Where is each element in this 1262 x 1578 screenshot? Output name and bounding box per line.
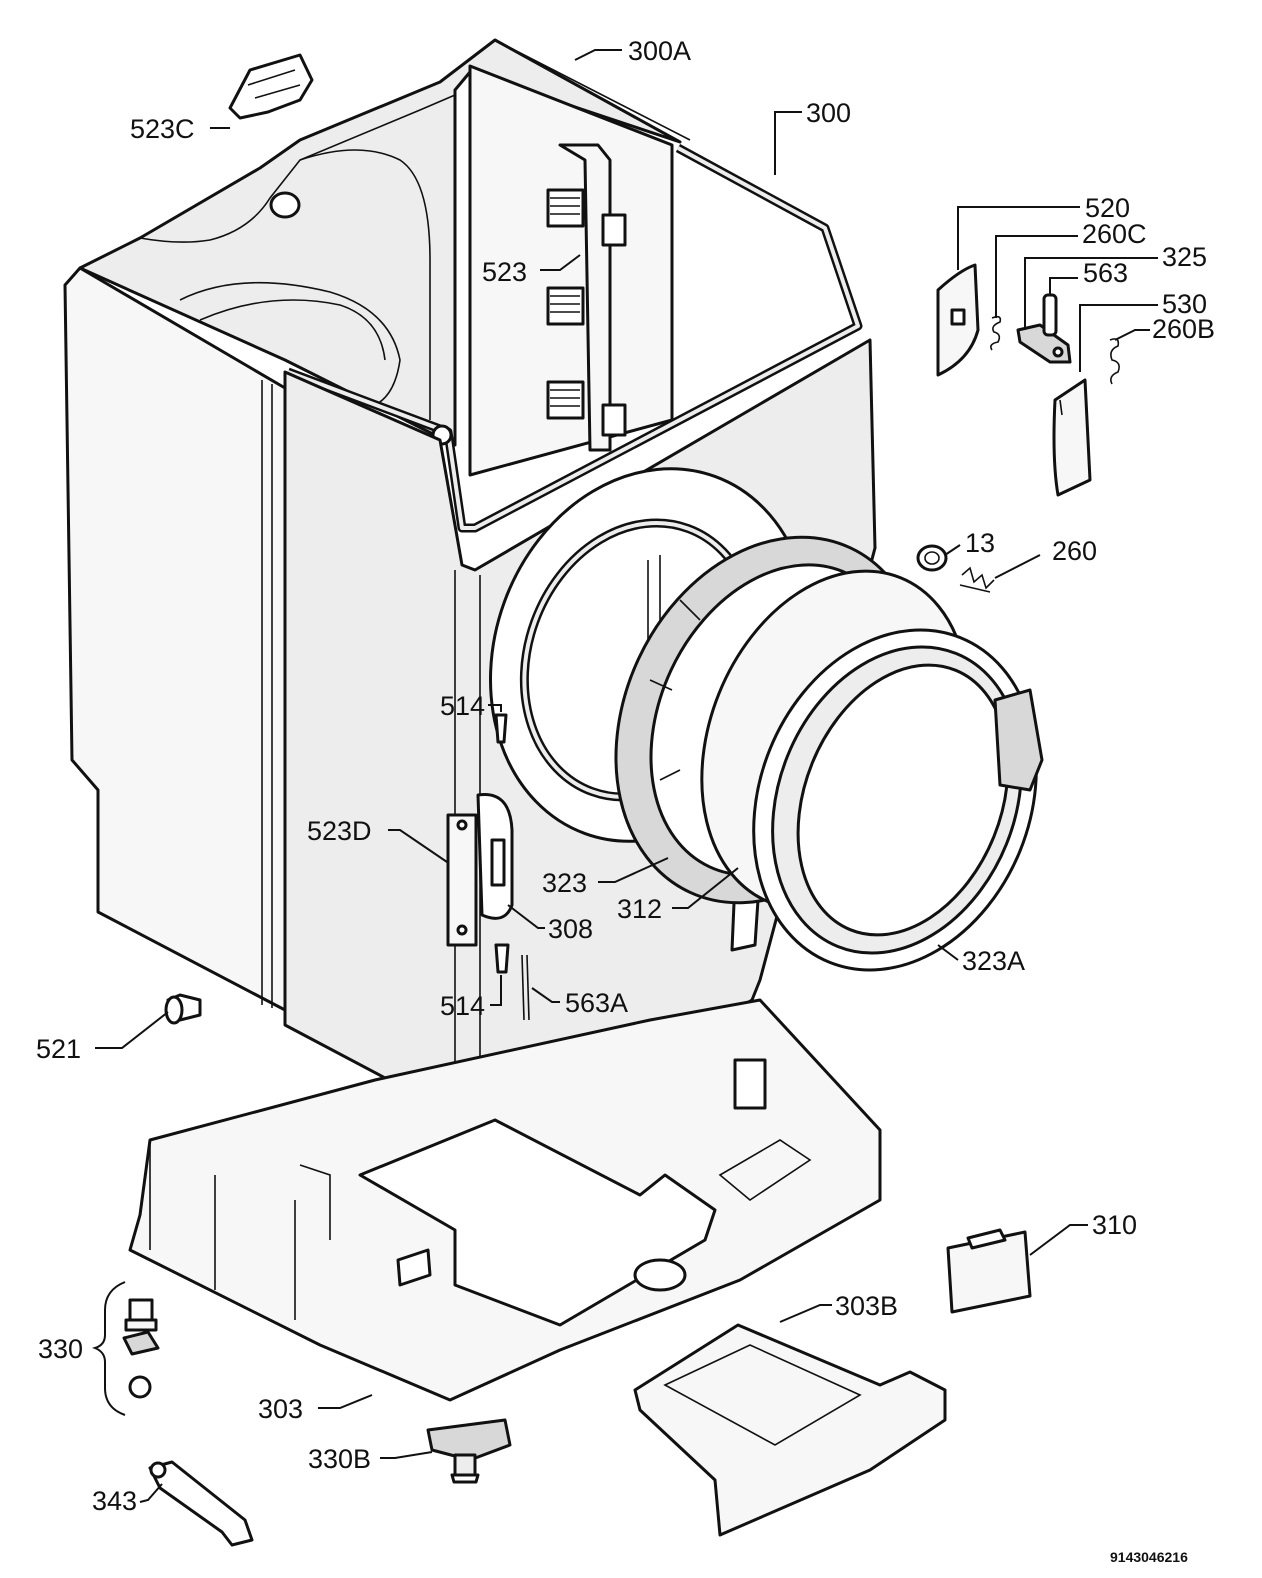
callout-520: 520 (1085, 193, 1130, 223)
callout-312: 312 (617, 894, 662, 924)
callout-514-upper: 514 (440, 691, 485, 721)
door-assembly-323A (700, 569, 1044, 972)
callout-260C: 260C (1082, 219, 1147, 249)
leader-323 (598, 857, 669, 883)
callout-530: 530 (1162, 289, 1207, 319)
leader-300A (574, 49, 622, 61)
bush-13 (916, 544, 948, 572)
leader-303 (318, 1394, 373, 1409)
screw-set-330 (122, 1298, 160, 1399)
leader-523 (540, 254, 581, 271)
spring-260 (959, 566, 995, 593)
callout-308: 308 (548, 914, 593, 944)
spanner-wrench-343 (148, 1460, 254, 1547)
callout-leader-lines (91, 49, 1158, 1503)
plinth-cover-310 (946, 1228, 1032, 1314)
callout-563: 563 (1083, 258, 1128, 288)
service-panel-303B (633, 1323, 947, 1537)
leader-330B (380, 1451, 433, 1459)
screw-514-lower (494, 943, 510, 974)
pin-563 (1042, 293, 1058, 337)
left-side-panel (63, 239, 301, 1012)
callout-563A: 563A (565, 988, 628, 1018)
callout-260B: 260B (1152, 314, 1215, 344)
door-hinge-523D (446, 792, 514, 947)
spring-260B (1109, 338, 1120, 385)
leader-530 (1079, 304, 1158, 372)
cabinet-rear-frame-panel (468, 39, 691, 477)
callout-514-lower: 514 (440, 991, 485, 1021)
base-frame-303 (128, 998, 882, 1402)
leader-514-upper (488, 704, 502, 712)
leader-563 (1049, 277, 1078, 295)
pin-563A (521, 954, 530, 1021)
callout-300: 300 (806, 98, 851, 128)
callout-523: 523 (482, 257, 527, 287)
callout-330: 330 (38, 1334, 83, 1364)
leader-300 (774, 111, 802, 175)
lock-hook-325 (1016, 323, 1072, 364)
clip-523C (228, 53, 314, 120)
callout-labels: 300A 300 523C 523 520 260C 325 563 530 2… (36, 36, 1215, 1565)
callout-323A: 323A (962, 946, 1025, 976)
callout-300A: 300A (628, 36, 691, 66)
callout-521: 521 (36, 1034, 81, 1064)
callout-343: 343 (92, 1486, 137, 1516)
callout-303: 303 (258, 1394, 303, 1424)
leader-523D (388, 829, 448, 863)
screw-521 (164, 993, 202, 1025)
leader-520 (957, 206, 1080, 270)
leader-514-lower (490, 975, 502, 1006)
handle-530 (1052, 378, 1092, 497)
leader-343 (139, 1483, 163, 1503)
callout-310: 310 (1092, 1210, 1137, 1240)
leader-303B (779, 1304, 832, 1323)
callout-325: 325 (1162, 242, 1207, 272)
bracket-330 (91, 1281, 126, 1416)
lock-lever-520 (936, 263, 980, 377)
leader-13 (944, 544, 961, 556)
screw-514-upper (494, 713, 508, 744)
callout-303B: 303B (835, 1291, 898, 1321)
leader-260B (1114, 329, 1150, 341)
callout-260: 260 (1052, 536, 1097, 566)
leader-308 (507, 904, 545, 929)
leader-260C (995, 235, 1078, 318)
foot-330B (426, 1418, 512, 1484)
spring-260C (990, 315, 1002, 351)
dispenser-rail-523 (546, 143, 627, 452)
leader-563A (531, 987, 560, 1003)
callout-523D: 523D (307, 816, 372, 846)
leader-260 (994, 554, 1041, 579)
leader-310 (1029, 1224, 1088, 1256)
callout-13: 13 (965, 528, 995, 558)
leader-323A (937, 944, 959, 961)
document-number: 9143046216 (1110, 1549, 1188, 1565)
leader-312 (672, 867, 739, 909)
callout-323: 323 (542, 868, 587, 898)
leader-521 (95, 1011, 169, 1049)
callout-523C: 523C (130, 114, 195, 144)
leader-325 (1024, 257, 1158, 330)
callout-330B: 330B (308, 1444, 371, 1474)
